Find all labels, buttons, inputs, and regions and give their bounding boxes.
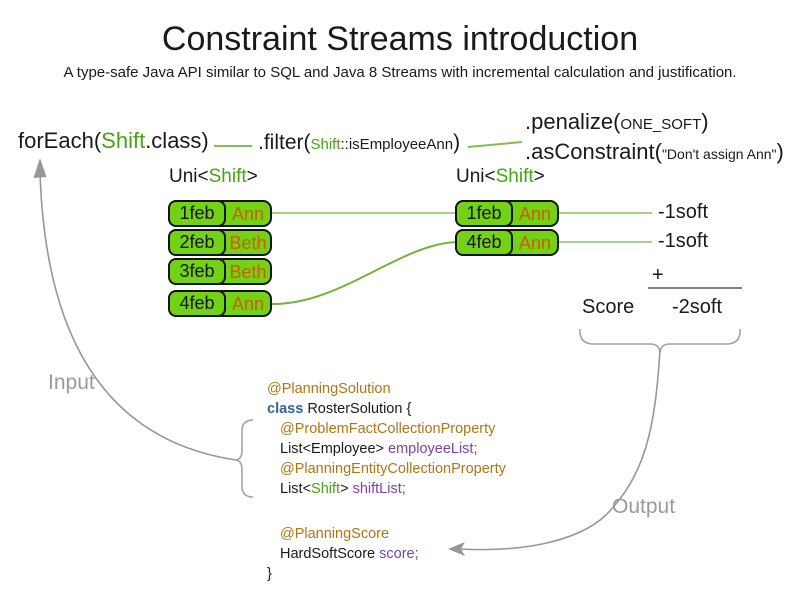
- shift-employee: Ann: [518, 204, 552, 224]
- filter-expression: .filter(Shift::isEmployeeAnn): [258, 131, 460, 155]
- shift-date-box: 1feb: [168, 200, 226, 227]
- left-shift-row-1: 1feb Ann: [168, 200, 272, 227]
- left-shift-row-4: 4feb Ann: [168, 290, 272, 317]
- type-post: >: [246, 166, 258, 187]
- code-field-shift-list: List<Shift> shiftList;: [280, 481, 406, 497]
- code-field-employee-list: List<Employee> employeeList;: [280, 441, 478, 457]
- type-class: Shift: [495, 166, 534, 187]
- shift-employee: Beth: [229, 262, 267, 282]
- score-label: Score: [582, 296, 635, 318]
- foreach-expression: forEach(Shift.class): [18, 128, 209, 154]
- score-total: -2soft: [672, 296, 723, 318]
- type-pre: Uni<: [169, 166, 209, 187]
- shift-date-box: 3feb: [168, 258, 226, 285]
- asconstraint-arg: "Don't assign Ann": [661, 146, 777, 162]
- penalty-1: -1soft: [658, 201, 709, 223]
- penalize-expression: .penalize(ONE_SOFT): [525, 108, 784, 138]
- filter-post: ): [453, 131, 461, 154]
- page-subtitle: A type-safe Java API similar to SQL and …: [63, 64, 737, 81]
- penalize-block: .penalize(ONE_SOFT) .asConstraint("Don't…: [525, 108, 784, 168]
- shift-employee: Ann: [231, 204, 265, 224]
- foreach-class: Shift: [101, 128, 146, 153]
- filter-class: Shift: [310, 136, 341, 153]
- code-field-score: HardSoftScore score;: [280, 546, 419, 562]
- shift-date-box: 1feb: [455, 200, 513, 227]
- shift-date: 1feb: [179, 203, 215, 223]
- shift-employee: Ann: [231, 294, 265, 314]
- roster-solution-code: @PlanningSolution class RosterSolution {…: [267, 379, 506, 584]
- output-label: Output: [612, 495, 676, 518]
- plus-sign: +: [652, 264, 664, 286]
- foreach-pre: forEach(: [18, 128, 102, 153]
- filter-method: ::isEmployeeAnn: [340, 136, 454, 153]
- asconstraint-expression: .asConstraint("Don't assign Ann"): [525, 138, 784, 168]
- shift-date-box: 4feb: [168, 290, 226, 317]
- foreach-post: .class): [145, 128, 209, 153]
- left-table-type-label: Uni<Shift>: [169, 166, 258, 188]
- shift-date: 4feb: [466, 232, 502, 252]
- page-title: Constraint Streams introduction: [161, 20, 639, 58]
- type-post: >: [533, 166, 545, 187]
- shift-date: 1feb: [466, 203, 502, 223]
- shift-date-box: 2feb: [168, 229, 226, 256]
- left-shift-row-3: 3feb Beth: [168, 258, 272, 285]
- code-annotation: @PlanningSolution: [267, 381, 391, 397]
- asconstraint-post: ): [776, 139, 784, 164]
- shift-employee: Ann: [518, 233, 552, 253]
- right-shift-row-2: 4feb Ann: [455, 229, 559, 256]
- shift-date: 4feb: [179, 293, 215, 313]
- shift-date-box: 4feb: [455, 229, 513, 256]
- penalize-arg: ONE_SOFT: [620, 116, 702, 133]
- code-annotation: @PlanningScore: [280, 526, 390, 542]
- code-annotation: @ProblemFactCollectionProperty: [280, 421, 496, 437]
- right-table-type-label: Uni<Shift>: [456, 166, 545, 188]
- type-pre: Uni<: [456, 166, 496, 187]
- penalize-post: ): [701, 109, 709, 134]
- right-shift-row-1: 1feb Ann: [455, 200, 559, 227]
- code-class-decl: class RosterSolution {: [267, 401, 412, 417]
- shift-date: 3feb: [179, 261, 215, 281]
- penalty-2: -1soft: [658, 230, 709, 252]
- type-class: Shift: [208, 166, 247, 187]
- input-label: Input: [48, 371, 95, 394]
- shift-date: 2feb: [179, 232, 215, 252]
- code-closing-brace: }: [267, 566, 272, 582]
- asconstraint-pre: .asConstraint(: [525, 139, 662, 164]
- filter-pre: .filter(: [258, 131, 311, 154]
- shift-employee: Beth: [229, 233, 267, 253]
- penalize-pre: .penalize(: [525, 109, 621, 134]
- code-annotation: @PlanningEntityCollectionProperty: [280, 461, 506, 477]
- code-blank-line: [267, 499, 506, 524]
- left-shift-row-2: 2feb Beth: [168, 229, 272, 256]
